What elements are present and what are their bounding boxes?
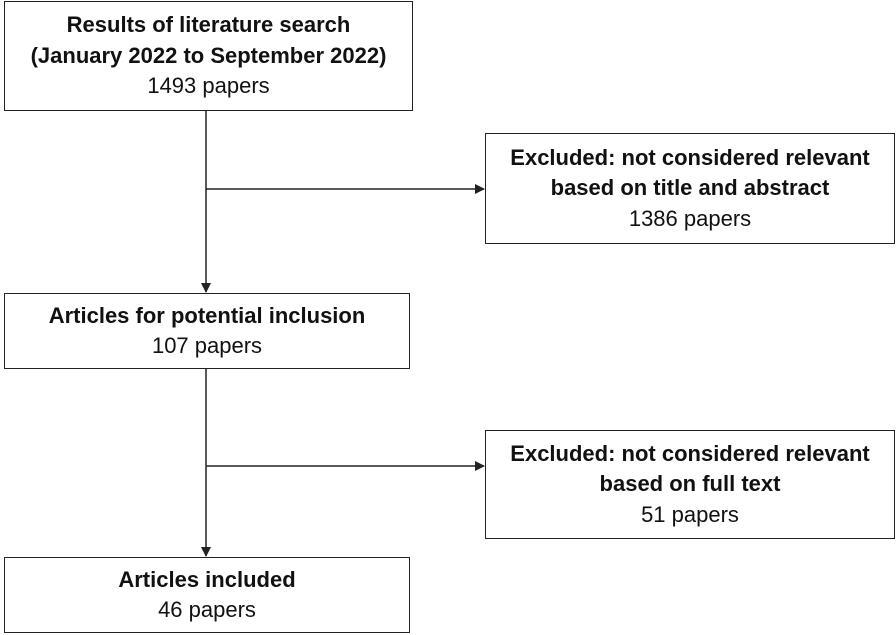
search-title-line1: Results of literature search xyxy=(66,12,351,38)
articles-included-box: Articles included 46 papers xyxy=(4,557,410,633)
excluded-full-text-line2: based on full text xyxy=(599,471,781,497)
articles-included-count: 46 papers xyxy=(158,597,256,622)
search-title-line2: (January 2022 to September 2022) xyxy=(30,42,387,68)
excluded-title-abstract-box: Excluded: not considered relevant based … xyxy=(485,133,895,244)
excluded-title-abstract-line1: Excluded: not considered relevant xyxy=(510,144,870,170)
excluded-full-text-box: Excluded: not considered relevant based … xyxy=(485,430,895,539)
excluded-title-abstract-line2: based on title and abstract xyxy=(550,175,830,201)
articles-included-title: Articles included xyxy=(118,566,296,592)
potential-inclusion-count: 107 papers xyxy=(151,333,263,358)
literature-search-box: Results of literature search (January 20… xyxy=(4,1,413,111)
excluded-full-text-count: 51 papers xyxy=(641,501,739,527)
search-count: 1493 papers xyxy=(147,73,270,99)
excluded-title-abstract-count: 1386 papers xyxy=(628,205,752,231)
potential-inclusion-title: Articles for potential inclusion xyxy=(48,302,366,328)
potential-inclusion-box: Articles for potential inclusion 107 pap… xyxy=(4,293,410,369)
excluded-full-text-line1: Excluded: not considered relevant xyxy=(510,440,870,466)
